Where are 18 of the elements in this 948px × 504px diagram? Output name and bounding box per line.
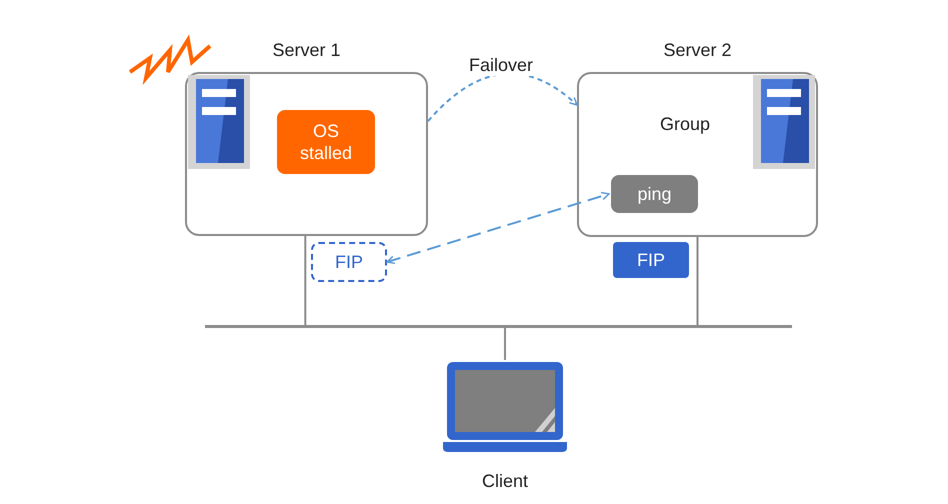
- server-title: Server 2: [662, 40, 733, 61]
- ping-box: [611, 175, 698, 213]
- node-label: OS stalled: [298, 120, 354, 164]
- connector-line: [504, 328, 506, 360]
- node-label: Client: [480, 471, 530, 492]
- ip-address-box: [311, 242, 387, 282]
- server-title: Server 1: [271, 40, 342, 61]
- network-line: [205, 325, 792, 328]
- arrow: [386, 192, 610, 264]
- node-label: ping: [637, 182, 672, 206]
- ip-address-box: [613, 242, 689, 278]
- connector-line: [696, 237, 698, 325]
- node-label: FIP: [334, 250, 363, 274]
- group-label: Group: [660, 114, 710, 135]
- edge-label: Failover: [469, 55, 534, 76]
- status-box: [277, 110, 375, 174]
- node-label: FIP: [636, 248, 665, 272]
- connector-line: [304, 236, 306, 325]
